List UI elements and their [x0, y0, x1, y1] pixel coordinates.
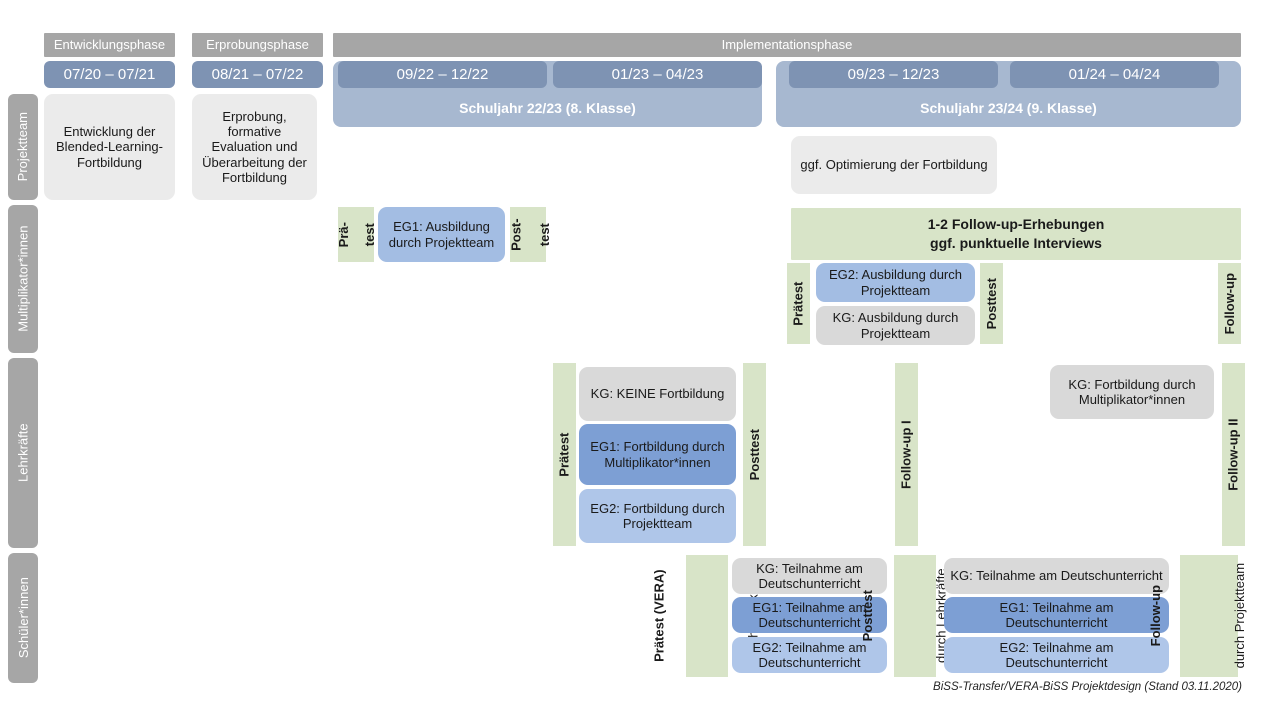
measure-line-1: Posttest [859, 590, 875, 642]
actor-text: Projektteam [15, 112, 31, 182]
period-chip-0821-0722: 08/21 – 07/22 [192, 61, 323, 88]
multiplikator-followup-banner: 1-2 Follow-up-Erhebungen ggf. punktuelle… [791, 208, 1241, 260]
lehrkraefte-box-eg1: EG1: Fortbildung durch Multiplikator*inn… [579, 424, 736, 485]
phase-label: Entwicklungsphase [53, 37, 166, 53]
schueler-praetest-column: Prätest (VERA) durch Lehrkräfte [652, 555, 761, 677]
measure-line-1: Posttest [746, 428, 762, 481]
actor-label-lehrkraefte: Lehrkräfte [8, 358, 38, 548]
period-chip-0922-1222: 09/22 – 12/22 [338, 61, 547, 88]
schueler-box-kg-left: KG: Teilnahme am Deutschunterricht [732, 558, 887, 594]
box-text: KG: Ausbildung durch Projektteam [832, 310, 959, 341]
multiplikator-followup-column: Follow-up [1218, 263, 1241, 344]
projektteam-box-entwicklung: Entwicklung der Blended-Learning-Fortbil… [44, 94, 175, 200]
lehrkraefte-box-eg2: EG2: Fortbildung durch Projektteam [579, 489, 736, 543]
diagram-footer: BiSS-Transfer/VERA-BiSS Projektdesign (S… [933, 681, 1242, 693]
schueler-followup-column: Follow-up durch Projektteam [1148, 555, 1248, 677]
box-text: EG1: Teilnahme am Deutschunterricht [752, 599, 867, 630]
school-year-label: Schuljahr 22/23 (8. Klasse) [459, 100, 636, 117]
multiplikator-posttest-column-2: Posttest [980, 263, 1003, 344]
period-chip-0124-0424: 01/24 – 04/24 [1010, 61, 1219, 88]
period-chip-0123-0423: 01/23 – 04/23 [553, 61, 762, 88]
phase-header-entwicklungsphase: Entwicklungsphase [44, 33, 175, 57]
multiplikator-box-eg1-ausbildung: EG1: Ausbildung durch Projektteam [378, 207, 505, 262]
school-year-label: Schuljahr 23/24 (9. Klasse) [920, 100, 1097, 117]
box-text: KG: KEINE Fortbildung [590, 386, 725, 402]
projektteam-box-optimierung: ggf. Optimierung der Fortbildung [791, 136, 997, 194]
period-label: 09/22 – 12/22 [396, 65, 489, 83]
lehrkraefte-praetest-column: Prätest [553, 363, 576, 546]
schueler-posttest-column: Posttest durch Lehrkräfte [860, 555, 948, 677]
period-label: 07/20 – 07/21 [63, 65, 156, 83]
measure-line-1: Follow-up II [1225, 418, 1241, 491]
multiplikator-box-eg2-ausbildung: EG2: Ausbildung durch Projektteam [816, 263, 975, 302]
lehrkraefte-box-kg-fortbildung: KG: Fortbildung durch Multiplikator*inne… [1050, 365, 1214, 419]
measure-line-2: test [361, 222, 377, 247]
actor-text: Multiplikator*innen [15, 225, 31, 333]
measure-line-1: Post- [508, 218, 524, 251]
actor-text: Schüler*innen [15, 577, 31, 659]
period-label: 09/23 – 12/23 [847, 65, 940, 83]
lehrkraefte-posttest-column: Posttest [743, 363, 766, 546]
box-text: EG2: Teilnahme am Deutschunterricht [999, 639, 1114, 670]
box-text: EG2: Fortbildung durch Projektteam [590, 500, 725, 531]
actor-label-schuelerinnen: Schüler*innen [8, 553, 38, 683]
measure-line-1: Prä- [336, 221, 352, 248]
multiplikator-praetest-column: Prä- test [336, 207, 377, 262]
box-text: KG: Teilnahme am Deutschunterricht [756, 560, 863, 591]
banner-line-1: 1-2 Follow-up-Erhebungen [927, 216, 1105, 233]
lehrkraefte-followup-1-column: Follow-up I [895, 363, 918, 546]
phase-header-implementationsphase: Implementationsphase [333, 33, 1241, 57]
box-text: EG2: Teilnahme am Deutschunterricht [752, 639, 867, 670]
schueler-box-eg1-left: EG1: Teilnahme am Deutschunterricht [732, 597, 887, 633]
multiplikator-posttest-column: Post- test [508, 207, 552, 262]
projektteam-box-erprobung: Erprobung, formative Evaluation und Über… [192, 94, 317, 200]
box-text: EG1: Teilnahme am Deutschunterricht [999, 599, 1114, 630]
measure-line-1: Prätest [790, 281, 806, 326]
lehrkraefte-followup-2-column: Follow-up II [1222, 363, 1245, 546]
schueler-box-eg2-right: EG2: Teilnahme am Deutschunterricht [944, 637, 1169, 673]
box-text: EG2: Ausbildung durch Projektteam [829, 267, 962, 298]
banner-line-2: ggf. punktuelle Interviews [930, 235, 1102, 251]
measure-line-1: Prätest (VERA) [651, 569, 667, 663]
phase-label: Erprobungsphase [206, 37, 309, 53]
box-text: KG: Fortbildung durch Multiplikator*inne… [1068, 376, 1196, 407]
period-chip-0923-1223: 09/23 – 12/23 [789, 61, 998, 88]
schueler-box-kg-right: KG: Teilnahme am Deutschunterricht [944, 558, 1169, 594]
measure-line-1: Posttest [983, 277, 999, 330]
actor-text: Lehrkräfte [15, 423, 31, 483]
period-label: 08/21 – 07/22 [211, 65, 304, 83]
schueler-box-eg2-left: EG2: Teilnahme am Deutschunterricht [732, 637, 887, 673]
phase-label: Implementationsphase [721, 37, 853, 53]
period-label: 01/24 – 04/24 [1068, 65, 1161, 83]
measure-line-1: Follow-up [1221, 272, 1237, 335]
box-text: Entwicklung der Blended-Learning-Fortbil… [56, 124, 163, 170]
period-label: 01/23 – 04/23 [611, 65, 704, 83]
measure-line-1: Follow-up I [898, 420, 914, 489]
multiplikator-box-kg-ausbildung: KG: Ausbildung durch Projektteam [816, 306, 975, 345]
measure-line-1: Follow-up [1148, 585, 1164, 647]
box-text: EG1: Fortbildung durch Multiplikator*inn… [590, 439, 725, 470]
multiplikator-praetest-column-2: Prätest [787, 263, 810, 344]
actor-label-projektteam: Projektteam [8, 94, 38, 200]
box-text: ggf. Optimierung der Fortbildung [800, 157, 988, 173]
measure-line-2: durch Projektteam [1232, 563, 1248, 669]
actor-label-multiplikatorinnen: Multiplikator*innen [8, 205, 38, 353]
box-text: Erprobung, formative Evaluation und Über… [202, 108, 307, 185]
lehrkraefte-box-kg-keine: KG: KEINE Fortbildung [579, 367, 736, 421]
measure-line-2: test [537, 222, 553, 247]
box-text: EG1: Ausbildung durch Projektteam [388, 219, 495, 250]
schueler-box-eg1-right: EG1: Teilnahme am Deutschunterricht [944, 597, 1169, 633]
box-text: KG: Teilnahme am Deutschunterricht [950, 568, 1163, 584]
phase-header-erprobungsphase: Erprobungsphase [192, 33, 323, 57]
period-chip-0720-0721: 07/20 – 07/21 [44, 61, 175, 88]
measure-line-1: Prätest [556, 432, 572, 477]
